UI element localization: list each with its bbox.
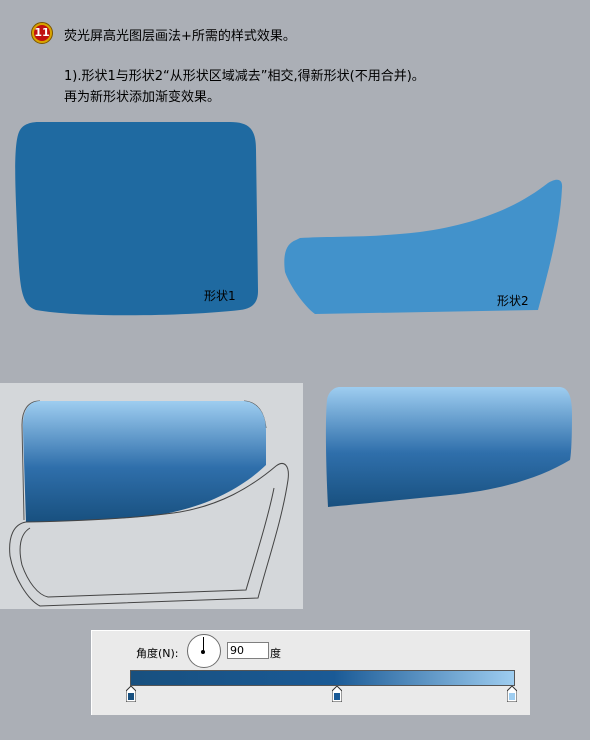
step-description: 1).形状1与形状2“从形状区域减去”相交,得新形状(不用合并)。 再为新形状添… (64, 66, 425, 108)
angle-dial-center (201, 650, 205, 654)
color-stop-icon[interactable] (332, 686, 342, 702)
description-line-1: 1).形状1与形状2“从形状区域减去”相交,得新形状(不用合并)。 (64, 69, 425, 84)
step-number-badge: 11 (31, 22, 53, 44)
color-stop-icon[interactable] (507, 686, 517, 702)
gradient-bar[interactable] (130, 670, 515, 686)
shape-2-label: 形状2 (497, 294, 529, 308)
shape-1-label: 形状1 (204, 289, 236, 303)
intersect-preview-panel (0, 383, 303, 609)
final-gradient-shape (325, 387, 572, 507)
step-number: 11 (34, 25, 50, 41)
angle-input[interactable]: 90 (227, 642, 269, 659)
gradient-settings-dialog: 角度(N): 90 度 (91, 630, 530, 715)
description-line-2: 再为新形状添加渐变效果。 (64, 90, 221, 105)
angle-label: 角度(N): (136, 647, 179, 660)
angle-needle (203, 637, 204, 651)
angle-dial-icon[interactable] (187, 634, 221, 668)
angle-unit: 度 (270, 647, 281, 660)
page-title: 荧光屏高光图层画法+所需的样式效果。 (64, 29, 296, 44)
color-stop-icon[interactable] (126, 686, 136, 702)
